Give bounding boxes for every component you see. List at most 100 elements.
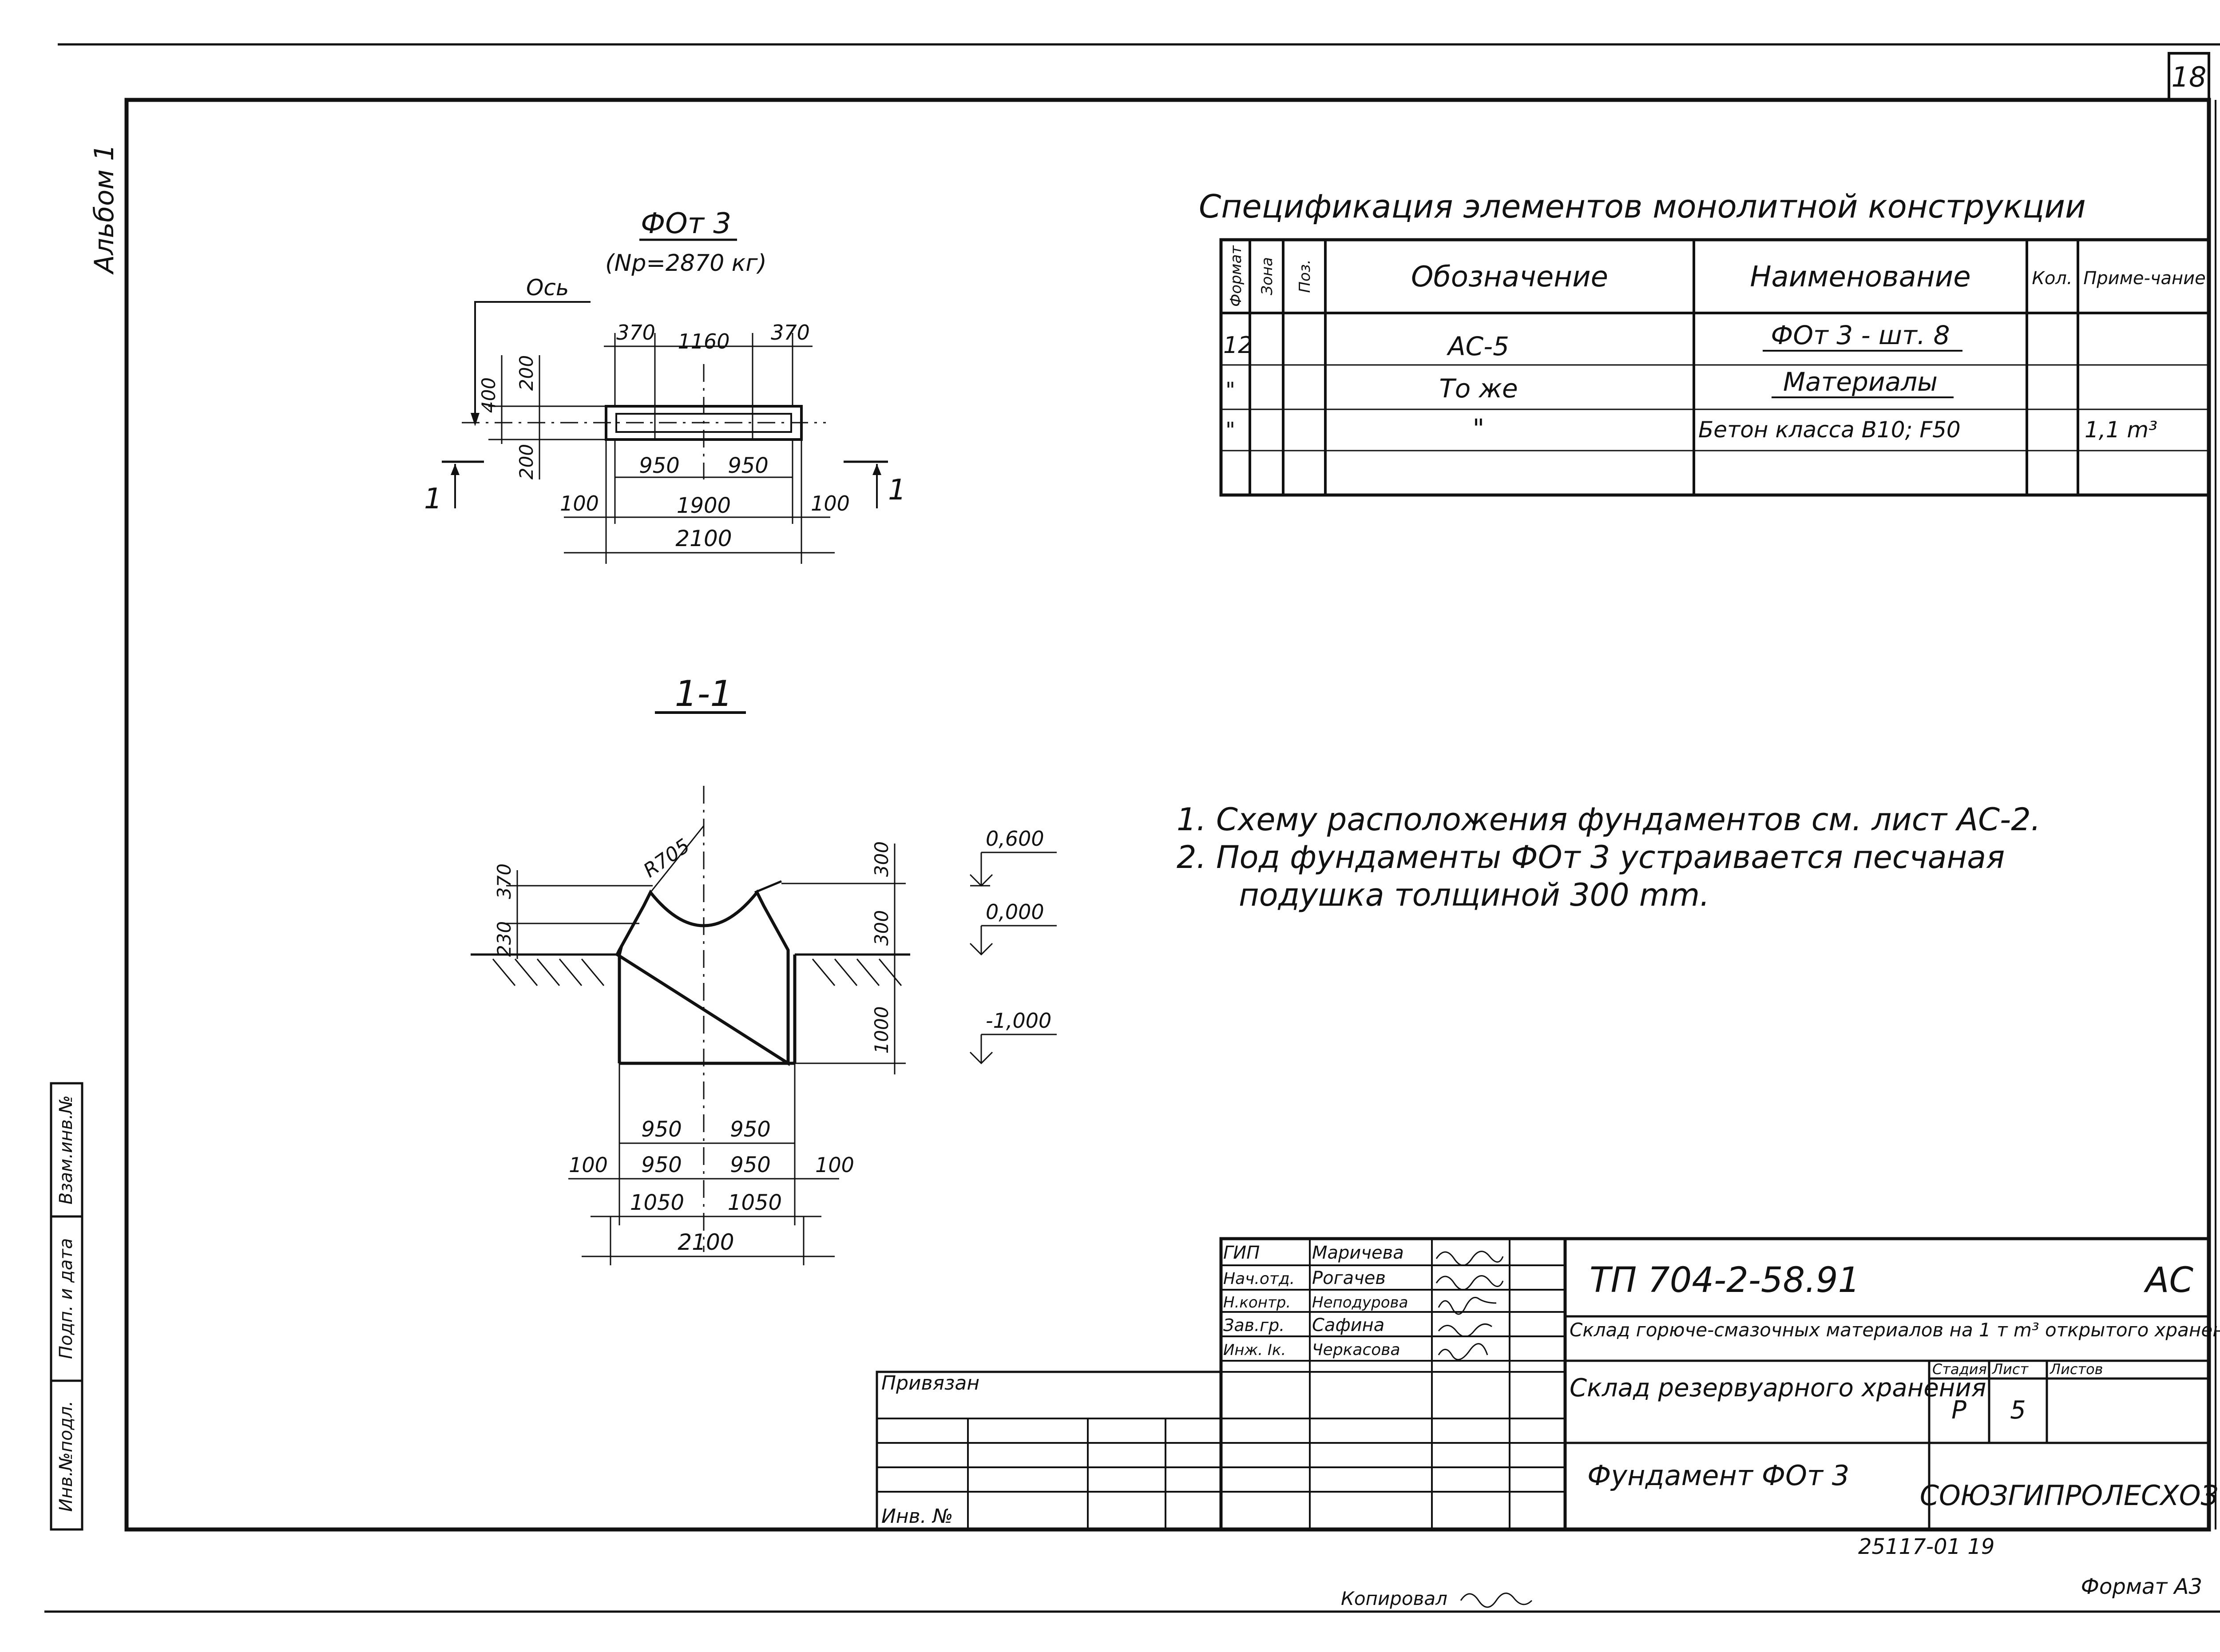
plan-dim-bottom-1: 100 — [560, 491, 599, 515]
spec-r1-format: 12 — [1223, 332, 1253, 359]
section-mark-right: 1 — [888, 474, 906, 507]
spec-table: Спецификация элементов монолитной констр… — [1199, 188, 2211, 497]
section-dim-r2-1: 100 — [569, 1153, 608, 1177]
plan-dim-mid-1: 950 — [639, 453, 680, 478]
plan-dim-bottom-2: 1900 — [677, 493, 731, 518]
sheets-header: Листов — [2050, 1361, 2103, 1378]
name-4: Сафина — [1312, 1315, 1384, 1335]
section-dim-right-2: 300 — [871, 910, 892, 946]
archive-code: 25117-01 19 — [1858, 1534, 1994, 1559]
attached-label: Привязан — [881, 1372, 979, 1394]
elevation-0000: 0,000 — [969, 900, 1057, 956]
album-label: Альбом 1 — [89, 144, 120, 275]
building-name: Склад резервуарного хранения — [1570, 1374, 1986, 1402]
side-col-inv: Инв.№подл. — [56, 1401, 76, 1512]
spec-r2-designation: То же — [1439, 373, 1518, 404]
doc-code: ТП 704-2-58.91 — [1590, 1260, 1860, 1300]
role-2: Нач.отд. — [1223, 1270, 1295, 1288]
role-3: Н.контр. — [1223, 1294, 1291, 1311]
side-columns: Инв.№подл. Подп. и дата Взам.инв.№ — [50, 1082, 83, 1531]
spec-h-pos: Поз. — [1296, 259, 1314, 293]
section-dim-left-1: 370 — [493, 864, 515, 899]
sheet-number: 18 — [2172, 61, 2207, 93]
section-dim-r2-2: 950 — [641, 1153, 682, 1177]
note-1: 1. Схему расположения фундаментов см. ли… — [1177, 801, 2041, 838]
elev-2: 0,000 — [986, 900, 1044, 924]
note-3: подушка толщиной 300 mm. — [1239, 877, 1710, 913]
spec-r3-name: Бетон класса В10; F50 — [1698, 417, 1961, 443]
section-dim-r3-1: 1050 — [630, 1190, 684, 1215]
section-dim-r3-2: 1050 — [728, 1190, 782, 1215]
plan-dim-left-3: 200 — [515, 444, 537, 479]
spec-r3-note: 1,1 m³ — [2085, 417, 2157, 443]
section-radius: R705 — [639, 834, 694, 882]
spec-h-note: Приме-чание — [2083, 268, 2206, 289]
section-mark-left: 1 — [424, 483, 442, 515]
elevation-0600: 0,600 — [969, 827, 1057, 887]
spec-title: Спецификация элементов монолитной констр… — [1199, 188, 2086, 225]
section-dim-right-1: 300 — [871, 841, 892, 877]
section-dim-r1-2: 950 — [730, 1117, 771, 1142]
plan-view: ФОт 3 (Nр=2870 кг) Ось 370 1160 370 400 … — [424, 207, 906, 564]
plan-dim-top-3: 370 — [771, 321, 810, 345]
section-dim-right-3: 1000 — [871, 1006, 892, 1054]
name-5: Черкасова — [1312, 1341, 1400, 1359]
spec-r2-format: " — [1225, 378, 1235, 403]
sheet-header: Лист — [1992, 1361, 2029, 1378]
copier-signature — [1460, 1593, 1533, 1608]
plan-title: ФОт 3 — [641, 207, 731, 240]
section-view: 1-1 R705 370 230 300 — [471, 673, 1057, 1265]
org-name: СОЮЗГИПРОЛЕСХОЗ — [1920, 1479, 2219, 1512]
section-dim-left-2: 230 — [493, 921, 515, 957]
section-dim-r1-1: 950 — [641, 1117, 682, 1142]
elevation-1000: -1,000 — [969, 1009, 1057, 1065]
copied-by: Копировал — [1341, 1588, 1447, 1609]
spec-r2-name: Материалы — [1783, 367, 1938, 397]
spec-h-name: Наименование — [1750, 261, 1970, 293]
side-col-repl: Взам.инв.№ — [56, 1095, 76, 1204]
name-1: Маричева — [1312, 1243, 1404, 1263]
elev-3: -1,000 — [986, 1009, 1051, 1033]
sheet-format: Формат А3 — [2081, 1574, 2202, 1599]
signatures — [1435, 1251, 1504, 1360]
footing-section-outline — [615, 889, 790, 1066]
doc-mark: АС — [2143, 1260, 2193, 1300]
plan-dim-mid-2: 950 — [728, 453, 769, 478]
spec-r1-name: ФОт 3 - шт. 8 — [1771, 320, 1950, 350]
role-4: Зав.гр. — [1223, 1315, 1284, 1335]
note-2: 2. Под фундаменты ФОт 3 устраивается пес… — [1177, 839, 2005, 876]
spec-r3-format: " — [1225, 418, 1235, 443]
section-dim-r2-3: 950 — [730, 1153, 771, 1177]
plan-dim-left-2: 200 — [515, 355, 537, 391]
plan-load: (Nр=2870 кг) — [605, 250, 767, 277]
section-dim-r2-4: 100 — [815, 1153, 854, 1177]
section-title: 1-1 — [675, 673, 733, 714]
drawing-name: Фундамент ФОт 3 — [1587, 1459, 1849, 1492]
name-3: Неподурова — [1312, 1294, 1408, 1311]
role-1: ГИП — [1223, 1243, 1260, 1263]
elev-1: 0,600 — [986, 827, 1044, 851]
side-col-sign: Подп. и дата — [56, 1238, 76, 1359]
spec-h-designation: Обозначение — [1411, 261, 1608, 293]
spec-h-qty: Кол. — [2032, 268, 2072, 289]
role-5: Инж. Iк. — [1223, 1341, 1286, 1359]
stage-header: Стадия — [1932, 1361, 1987, 1378]
ground-hatch — [492, 959, 902, 986]
spec-h-zone: Зона — [1258, 257, 1276, 295]
plan-dim-left-1: 400 — [478, 377, 500, 413]
sheet-value: 5 — [2010, 1396, 2026, 1425]
project-name: Склад горюче-смазочных материалов на 1 т… — [1570, 1319, 2220, 1341]
plan-dim-top-1: 370 — [616, 321, 655, 345]
name-2: Рогачев — [1312, 1268, 1386, 1288]
title-block: Привязан Инв. № ГИП Маричева Нач.отд. Ро… — [876, 1237, 2220, 1531]
spec-h-format: Формат — [1227, 245, 1245, 307]
spec-r1-designation: АС-5 — [1446, 331, 1509, 361]
spec-r3-designation: " — [1473, 413, 1485, 444]
notes: 1. Схему расположения фундаментов см. ли… — [1177, 801, 2041, 913]
axis-label: Ось — [526, 275, 569, 301]
plan-dim-total: 2100 — [675, 526, 732, 551]
plan-dim-bottom-3: 100 — [811, 491, 850, 515]
stage-value: Р — [1951, 1396, 1966, 1425]
inv-no-label: Инв. № — [881, 1505, 953, 1528]
